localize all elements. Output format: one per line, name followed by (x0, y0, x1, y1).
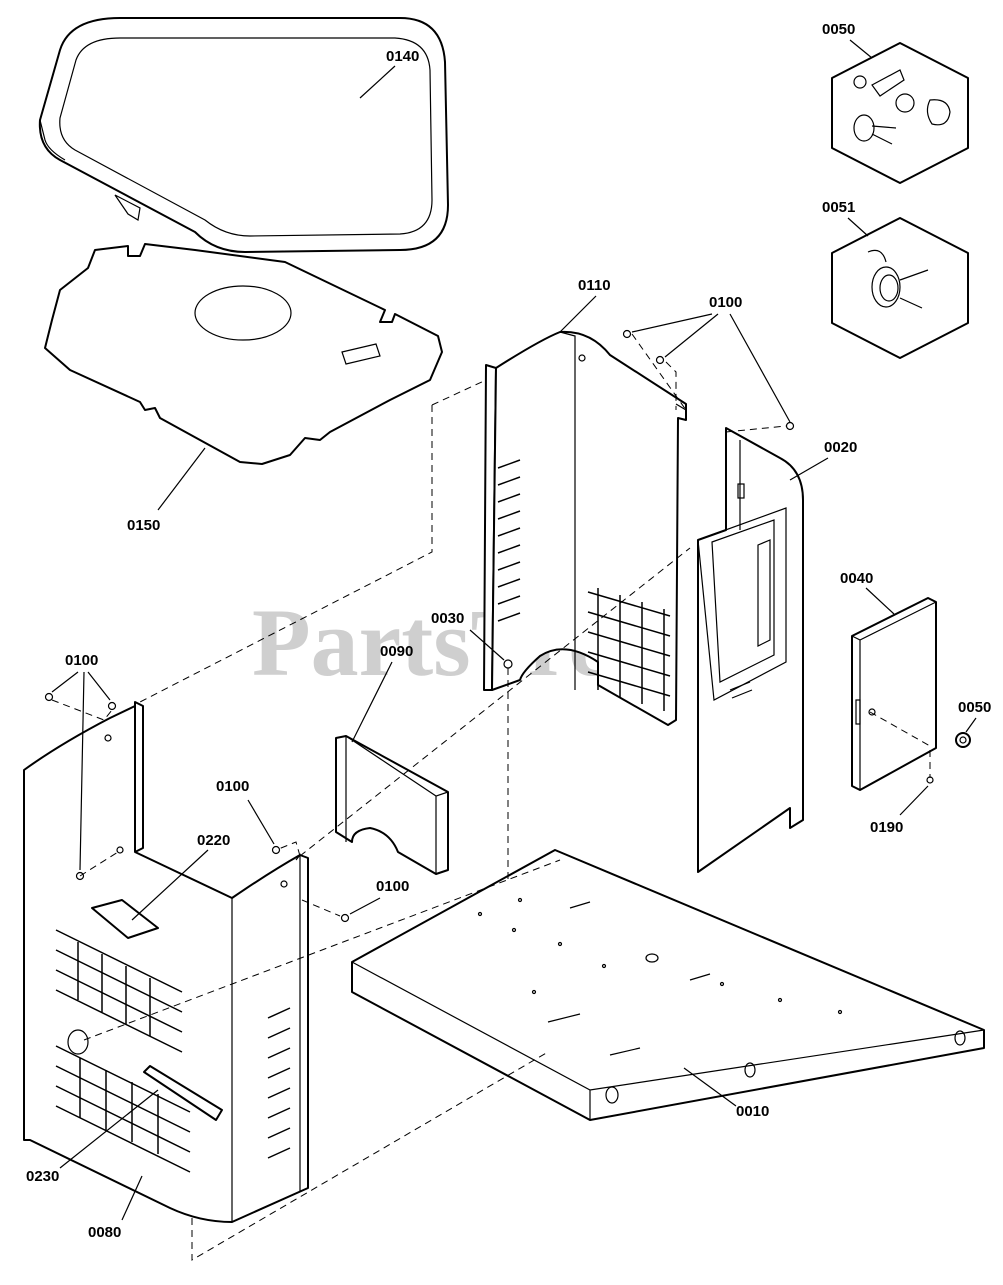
part-0050-lock-right (955, 732, 971, 748)
part-0010-base (351, 849, 985, 1121)
callout-0051: 0051 (822, 199, 855, 216)
callout-0230: 0230 (26, 1168, 59, 1185)
front-grill-vents (55, 929, 291, 1173)
fastener-screws-top (622, 329, 795, 431)
part-0050-lock-kit-hex (831, 42, 969, 184)
fastener-screws-left (44, 692, 117, 881)
callout-0090: 0090 (380, 643, 413, 660)
callout-0080: 0080 (88, 1224, 121, 1241)
part-0090-baffle (335, 735, 449, 875)
callout-0030: 0030 (431, 610, 464, 627)
callout-0040: 0040 (840, 570, 873, 587)
part-0140-roof-lid (38, 17, 449, 253)
callout-0050-right: 0050 (958, 699, 991, 716)
callout-0150: 0150 (127, 517, 160, 534)
callout-0100-left: 0100 (65, 652, 98, 669)
callout-0010: 0010 (736, 1103, 769, 1120)
part-0150-gasket-plate (44, 243, 443, 465)
part-0080-front-enclosure (23, 701, 309, 1223)
callout-0220: 0220 (197, 832, 230, 849)
part-0040-access-door (851, 597, 937, 791)
callout-0100-mid: 0100 (216, 778, 249, 795)
callout-0020: 0020 (824, 439, 857, 456)
callout-0050-top: 0050 (822, 21, 855, 38)
assembly-dashed-lines (51, 333, 931, 1261)
callout-0110: 0110 (578, 277, 611, 294)
callout-0140: 0140 (386, 48, 419, 65)
part-0110-rear-frame (483, 330, 687, 726)
fastener-screw-low (340, 913, 350, 923)
callout-0100-top: 0100 (709, 294, 742, 311)
part-0051-keys-hex (831, 217, 969, 359)
part-0020-side-panel (697, 427, 804, 873)
callout-0100-low: 0100 (376, 878, 409, 895)
fastener-screw-mid (271, 845, 281, 855)
callout-0190: 0190 (870, 819, 903, 836)
